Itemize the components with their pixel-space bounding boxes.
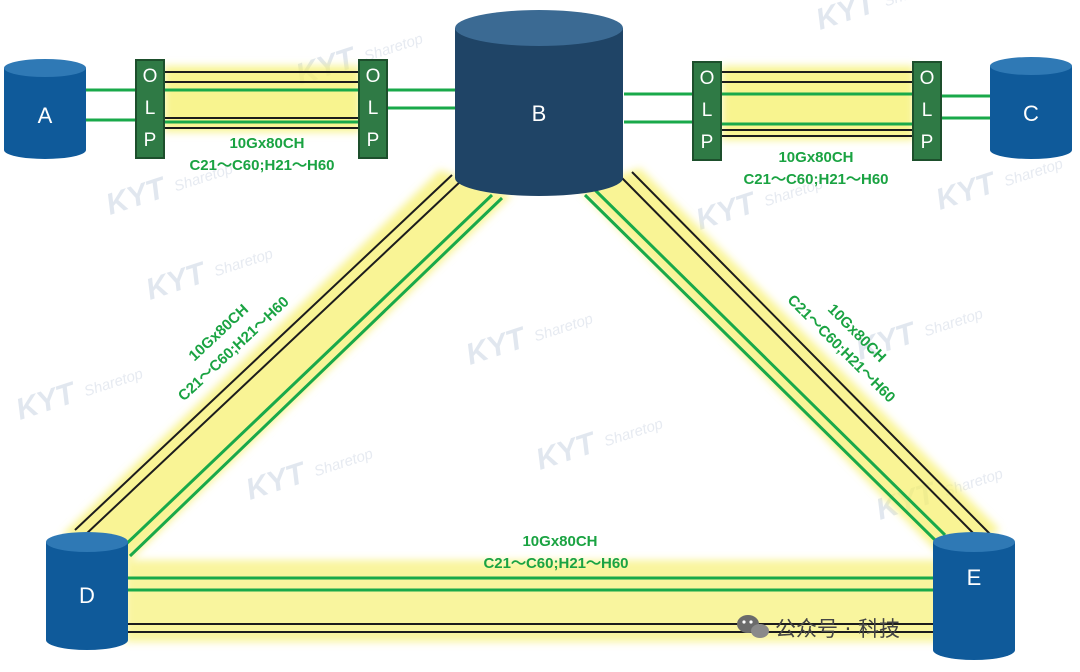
caption-de: 10Gx80CH C21～C60;H21～H60 (483, 533, 628, 572)
watermark-sub: Sharetop (882, 0, 945, 10)
watermark-brand: KYT (532, 426, 602, 477)
glow-de (125, 560, 940, 642)
caption-de-channels: C21～C60;H21～H60 (483, 555, 628, 572)
caption-bc-channels: C21～C60;H21～H60 (743, 171, 888, 188)
caption-ab: 10Gx80CH C21～C60;H21～H60 (189, 135, 334, 174)
watermark-brand: KYT (12, 376, 82, 427)
watermark-sub: Sharetop (922, 305, 985, 340)
olp-box-4[interactable]: O L P (912, 61, 942, 161)
watermark-sub: Sharetop (602, 415, 665, 450)
watermark-brand: KYT (142, 256, 212, 307)
watermark-brand: KYT (102, 171, 172, 222)
olp-letter-l: L (922, 100, 933, 121)
fiber-lines (74, 71, 992, 633)
footer-channel-text: 公众号 · 科技 (775, 617, 900, 641)
olp-letter-p: P (921, 132, 934, 153)
olp-letter-p: P (144, 130, 157, 151)
node-a[interactable]: A (4, 59, 86, 159)
node-c-label: C (1023, 101, 1039, 126)
node-e-label: E (967, 565, 982, 590)
olp-letter-l: L (702, 100, 713, 121)
node-a-label: A (38, 103, 53, 128)
watermark-brand: KYT (462, 321, 532, 372)
caption-ab-channels: C21～C60;H21～H60 (189, 157, 334, 174)
caption-bc: 10Gx80CH C21～C60;H21～H60 (743, 149, 888, 188)
olp-letter-o: O (143, 66, 158, 87)
olp-letter-l: L (145, 98, 156, 119)
olp-letter-l: L (368, 98, 379, 119)
watermark-sub: Sharetop (532, 310, 595, 345)
watermark-sub: Sharetop (1002, 155, 1065, 190)
watermark-sub: Sharetop (212, 245, 275, 280)
caption-bc-capacity: 10Gx80CH (778, 149, 853, 166)
olp-letter-o: O (366, 66, 381, 87)
node-d[interactable]: D (46, 532, 128, 650)
glow-bc (722, 66, 914, 140)
olp-box-3[interactable]: O L P (692, 61, 722, 161)
olp-letter-p: P (367, 130, 380, 151)
caption-de-capacity: 10Gx80CH (522, 533, 597, 550)
olp-letter-p: P (701, 132, 714, 153)
wechat-icon (737, 615, 769, 638)
watermark-brand: KYT (242, 456, 312, 507)
watermark-brand: KYT (812, 0, 882, 37)
olp-box-1[interactable]: O L P (135, 59, 165, 159)
watermark-sub: Sharetop (82, 365, 145, 400)
olp-letter-o: O (920, 68, 935, 89)
node-b-label: B (532, 101, 547, 126)
caption-ab-capacity: 10Gx80CH (229, 135, 304, 152)
node-d-label: D (79, 583, 95, 608)
node-c[interactable]: C (990, 57, 1072, 159)
glow-bd (62, 170, 512, 560)
watermark-brand: KYT (692, 186, 762, 237)
olp-box-2[interactable]: O L P (358, 59, 388, 159)
footer-channel: 公众号 · 科技 (737, 615, 900, 641)
node-e[interactable]: E (933, 532, 1015, 660)
node-b[interactable]: B (455, 10, 623, 196)
watermark-brand: KYT (932, 166, 1002, 217)
watermark-sub: Sharetop (312, 445, 375, 480)
glow-be (580, 168, 1000, 560)
olp-letter-o: O (700, 68, 715, 89)
